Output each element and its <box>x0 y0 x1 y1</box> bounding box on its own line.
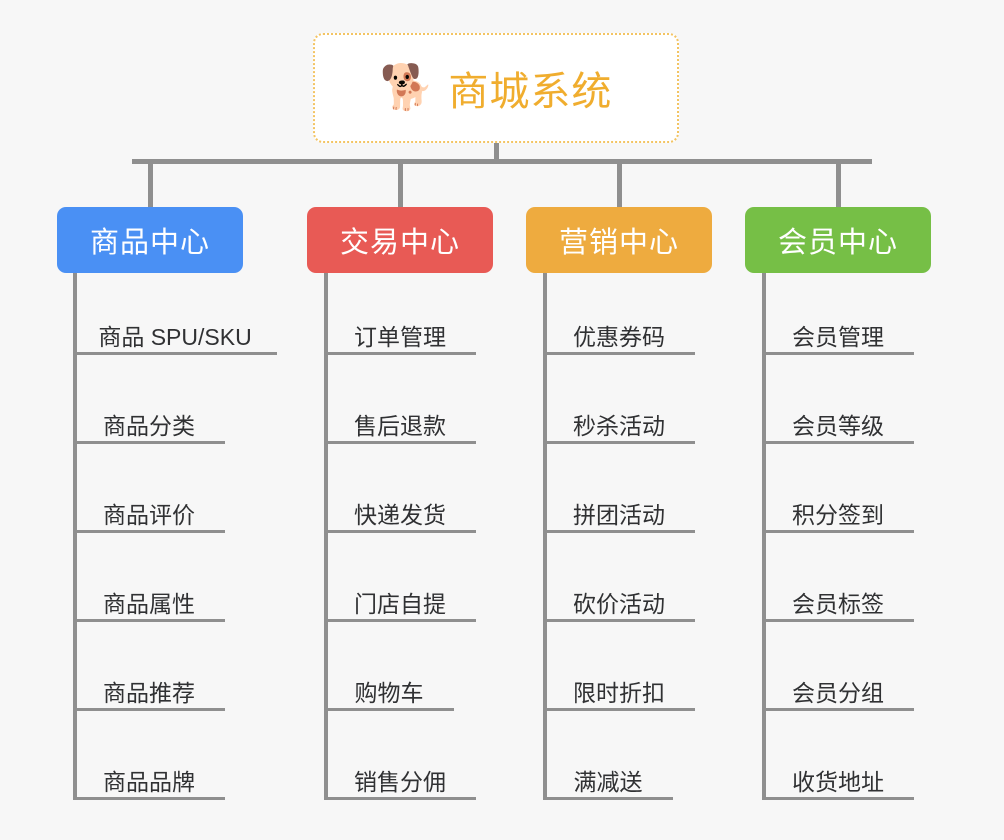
category-label: 会员中心 <box>777 227 898 259</box>
leaf-item[interactable]: 商品属性 <box>73 576 225 622</box>
leaf-item[interactable]: 限时折扣 <box>543 665 695 711</box>
connector-drop-2 <box>398 159 403 209</box>
leaf-item-label: 商品推荐 <box>103 679 195 706</box>
leaf-item-label: 会员标签 <box>792 590 884 617</box>
leaf-item-label: 快递发货 <box>354 501 446 528</box>
leaf-item[interactable]: 砍价活动 <box>543 576 695 622</box>
connector-trunk-horizontal <box>132 159 872 164</box>
leaf-item[interactable]: 快递发货 <box>324 487 476 533</box>
root-node-label: 商城系统 <box>448 70 613 114</box>
category-box-2[interactable]: 交易中心 <box>307 207 493 273</box>
leaf-item[interactable]: 商品推荐 <box>73 665 225 711</box>
branch-spine-4 <box>762 273 766 800</box>
leaf-item-label: 会员管理 <box>792 323 884 350</box>
leaf-item-label: 订单管理 <box>354 323 446 350</box>
connector-root-stem <box>494 143 499 163</box>
connector-drop-1 <box>148 159 153 209</box>
leaf-item-label: 收货地址 <box>792 768 884 795</box>
leaf-item[interactable]: 订单管理 <box>324 309 476 355</box>
leaf-item[interactable]: 商品分类 <box>73 398 225 444</box>
leaf-item[interactable]: 门店自提 <box>324 576 476 622</box>
leaf-item-label: 商品属性 <box>103 590 195 617</box>
leaf-item[interactable]: 秒杀活动 <box>543 398 695 444</box>
category-box-1[interactable]: 商品中心 <box>57 207 243 273</box>
leaf-item-label: 限时折扣 <box>573 679 665 706</box>
leaf-item[interactable]: 商品 SPU/SKU <box>73 309 277 355</box>
leaf-item[interactable]: 满减送 <box>543 754 673 800</box>
leaf-item[interactable]: 售后退款 <box>324 398 476 444</box>
root-node-shop-system[interactable]: 🐕 商城系统 <box>313 33 679 143</box>
leaf-item-label: 积分签到 <box>792 501 884 528</box>
leaf-item-label: 秒杀活动 <box>573 412 665 439</box>
leaf-item[interactable]: 积分签到 <box>762 487 914 533</box>
branch-spine-1 <box>73 273 77 800</box>
leaf-item[interactable]: 销售分佣 <box>324 754 476 800</box>
connector-drop-4 <box>836 159 841 209</box>
category-label: 交易中心 <box>339 227 460 259</box>
leaf-item-label: 门店自提 <box>354 590 446 617</box>
leaf-item[interactable]: 拼团活动 <box>543 487 695 533</box>
branch-spine-2 <box>324 273 328 800</box>
leaf-item-label: 拼团活动 <box>573 501 665 528</box>
leaf-item[interactable]: 会员管理 <box>762 309 914 355</box>
leaf-item-label: 砍价活动 <box>573 590 665 617</box>
leaf-item-label: 购物车 <box>354 679 424 706</box>
leaf-item-label: 商品分类 <box>103 412 195 439</box>
leaf-item[interactable]: 商品评价 <box>73 487 225 533</box>
leaf-item[interactable]: 商品品牌 <box>73 754 225 800</box>
shiba-dog-face-icon: 🐕 <box>379 63 435 112</box>
category-label: 商品中心 <box>89 227 210 259</box>
leaf-item-label: 满减送 <box>573 768 643 795</box>
leaf-item[interactable]: 会员标签 <box>762 576 914 622</box>
leaf-item[interactable]: 会员分组 <box>762 665 914 711</box>
leaf-item-label: 售后退款 <box>354 412 446 439</box>
category-box-3[interactable]: 营销中心 <box>526 207 712 273</box>
leaf-item[interactable]: 优惠券码 <box>543 309 695 355</box>
category-box-4[interactable]: 会员中心 <box>745 207 931 273</box>
leaf-item[interactable]: 会员等级 <box>762 398 914 444</box>
leaf-item[interactable]: 收货地址 <box>762 754 914 800</box>
leaf-item-label: 会员分组 <box>792 679 884 706</box>
category-label: 营销中心 <box>558 227 679 259</box>
connector-drop-3 <box>617 159 622 209</box>
leaf-item-label: 商品品牌 <box>103 768 195 795</box>
leaf-item-label: 优惠券码 <box>573 323 665 350</box>
leaf-item-label: 销售分佣 <box>354 768 446 795</box>
leaf-item-label: 商品评价 <box>103 501 195 528</box>
leaf-item[interactable]: 购物车 <box>324 665 454 711</box>
leaf-item-label: 会员等级 <box>792 412 884 439</box>
leaf-item-label: 商品 SPU/SKU <box>98 323 252 350</box>
branch-spine-3 <box>543 273 547 800</box>
